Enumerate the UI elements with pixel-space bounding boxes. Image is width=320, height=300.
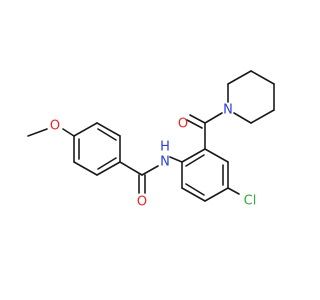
bond-ring1-carbonyl — [119, 161, 143, 176]
bond-ring1-5-inner — [97, 128, 117, 141]
bond-ring1-6 — [73, 122, 98, 137]
bond-ring2-1-inner — [185, 154, 205, 167]
bond-ketone-n — [204, 112, 223, 124]
bond-ketone-o-b — [186, 119, 203, 129]
piperidine-nitrogen-label: N — [223, 103, 233, 118]
bond-methyl-o — [27, 128, 48, 137]
chlorine-label: Cl — [244, 194, 257, 209]
bond-ring1-2 — [73, 161, 98, 176]
bond-ring1-3-inner — [97, 157, 117, 170]
bond-pip-2 — [250, 109, 275, 124]
bond-ring2-2 — [204, 148, 229, 163]
bond-o-aromatic — [62, 128, 75, 137]
molecule-structure-diagram: O O N H O N Cl — [27, 70, 275, 210]
amide-nitrogen-label: N — [160, 155, 170, 170]
bond-n-aromatic — [169, 156, 183, 163]
methoxy-oxygen-label: O — [50, 119, 60, 134]
bond-pip-1 — [233, 112, 252, 124]
amide-hydrogen-label: H — [160, 140, 170, 155]
bond-ring1-5 — [96, 122, 121, 137]
ketone-oxygen-label: O — [178, 117, 188, 132]
amide-oxygen-label: O — [137, 195, 147, 210]
bond-pip-5 — [227, 70, 252, 85]
bond-ketone-o-a — [189, 114, 206, 124]
atom-labels-layer: O O N H O N Cl — [50, 103, 256, 210]
bond-ring2-5-inner — [185, 183, 205, 196]
bond-pip-4 — [250, 70, 275, 85]
bond-ring2-5 — [181, 187, 206, 202]
bond-ring2-1 — [181, 148, 206, 163]
bonds-layer — [27, 70, 275, 202]
bond-carbonyl-n — [141, 165, 159, 176]
bond-ring1-3 — [96, 161, 121, 176]
bond-ring2-4 — [204, 187, 229, 202]
bond-ring2-cl — [227, 187, 240, 195]
